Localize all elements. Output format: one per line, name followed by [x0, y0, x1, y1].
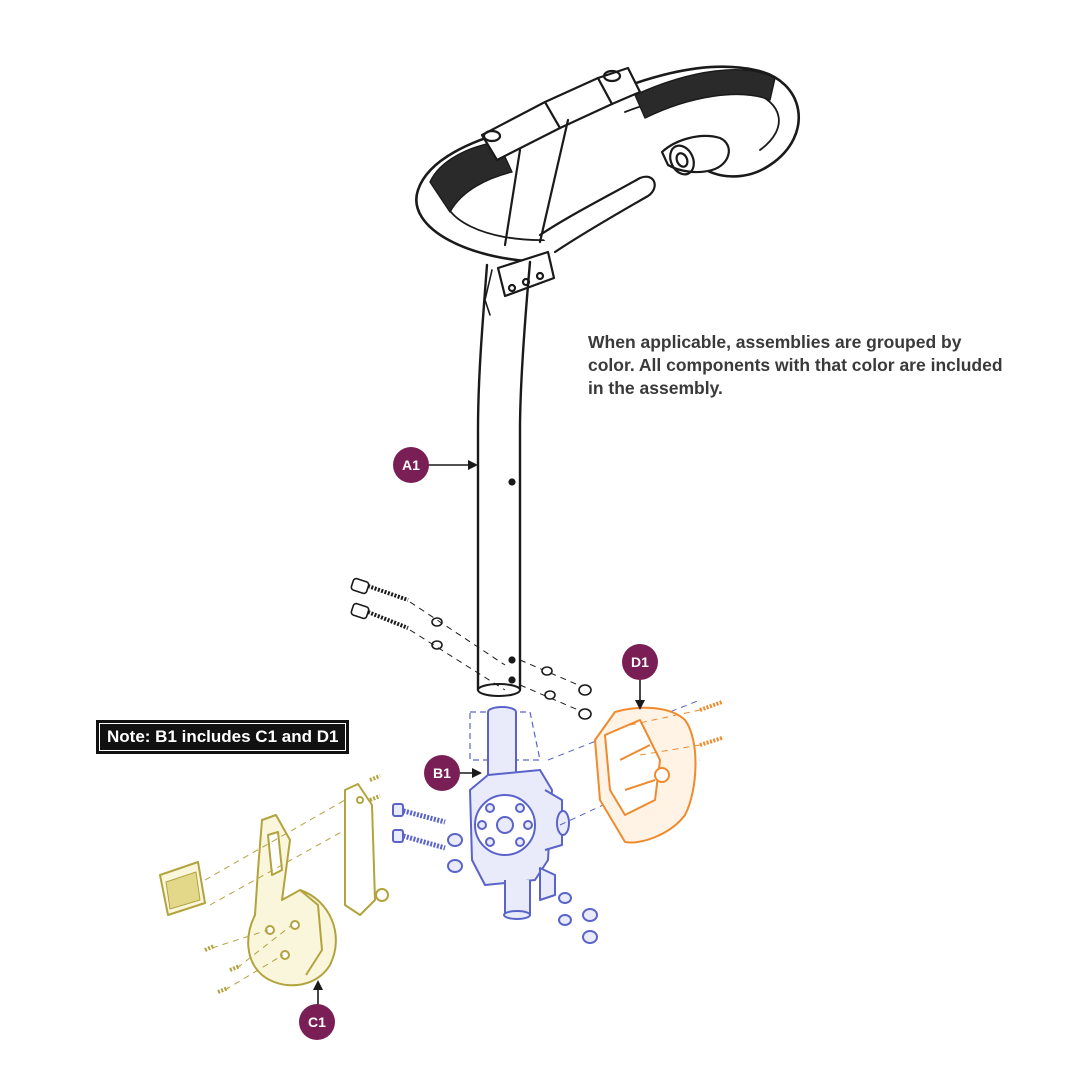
bolt-set-upper-icon [350, 577, 592, 720]
svg-text:A1: A1 [402, 457, 420, 473]
callout-a1: A1 [393, 447, 429, 483]
tiller-pivot-bracket-icon [392, 699, 701, 944]
svg-text:B1: B1 [433, 765, 451, 781]
callout-c1: C1 [299, 1004, 335, 1040]
tiller-handlebar-icon [415, 65, 800, 697]
svg-text:D1: D1 [631, 654, 649, 670]
rear-shroud-icon [594, 700, 723, 844]
assembly-color-note: When applicable, assemblies are grouped … [588, 332, 1003, 398]
callout-leaders [313, 460, 645, 1005]
cover-plate-icon [159, 774, 389, 994]
b1-includes-note: Note: B1 includes C1 and D1 [96, 720, 350, 754]
svg-text:C1: C1 [308, 1014, 326, 1030]
callout-b1: B1 [424, 755, 460, 791]
callout-d1: D1 [622, 644, 658, 680]
